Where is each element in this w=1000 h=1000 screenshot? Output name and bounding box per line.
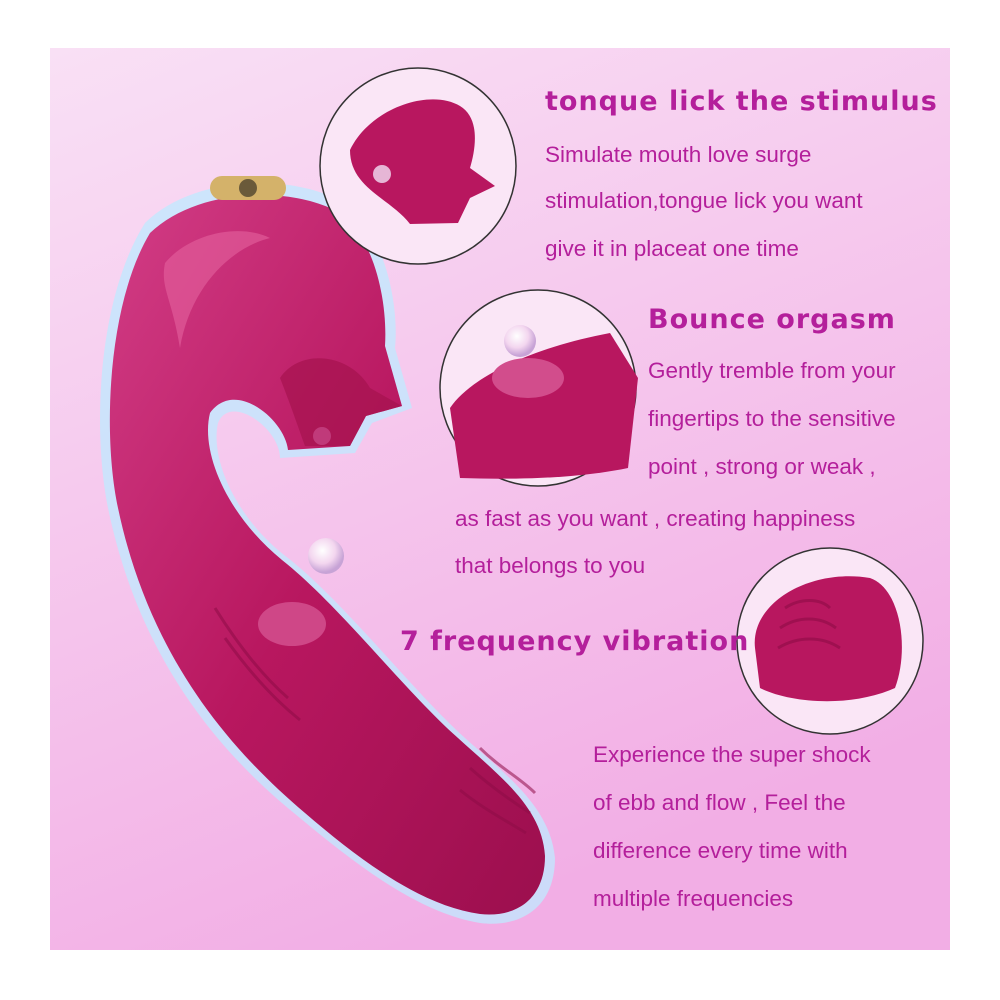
tongue-line-1: Simulate mouth love surge	[545, 142, 812, 167]
bounce-line-3: point , strong or weak ,	[648, 454, 876, 479]
vibration-line-4: multiple frequencies	[593, 886, 794, 911]
bounce-line-2: fingertips to the sensitive	[648, 406, 896, 431]
vibration-tip-detail-icon	[736, 547, 924, 735]
vibration-line-2: of ebb and flow , Feel the	[593, 790, 846, 815]
vibration-line-3: difference every time with	[593, 838, 848, 863]
vibration-heading: 7 frequency vibration	[400, 626, 750, 657]
bounce-line-1: Gently tremble from your	[648, 358, 896, 383]
tongue-line-2: stimulation,tongue lick you want	[545, 188, 863, 213]
bounce-line-4: as fast as you want , creating happiness	[455, 506, 856, 531]
bounce-heading: Bounce orgasm	[648, 304, 896, 335]
product-feature-panel: tonque lick the stimulus Simulate mouth …	[50, 48, 950, 950]
vibration-line-1: Experience the super shock	[593, 742, 871, 767]
bounce-detail-icon	[439, 289, 638, 487]
tongue-detail-icon	[319, 67, 517, 265]
tongue-heading: tonque lick the stimulus	[545, 86, 938, 117]
product-illustration	[100, 67, 924, 924]
tongue-line-3: give it in placeat one time	[545, 236, 799, 261]
bounce-line-5: that belongs to you	[455, 553, 646, 578]
